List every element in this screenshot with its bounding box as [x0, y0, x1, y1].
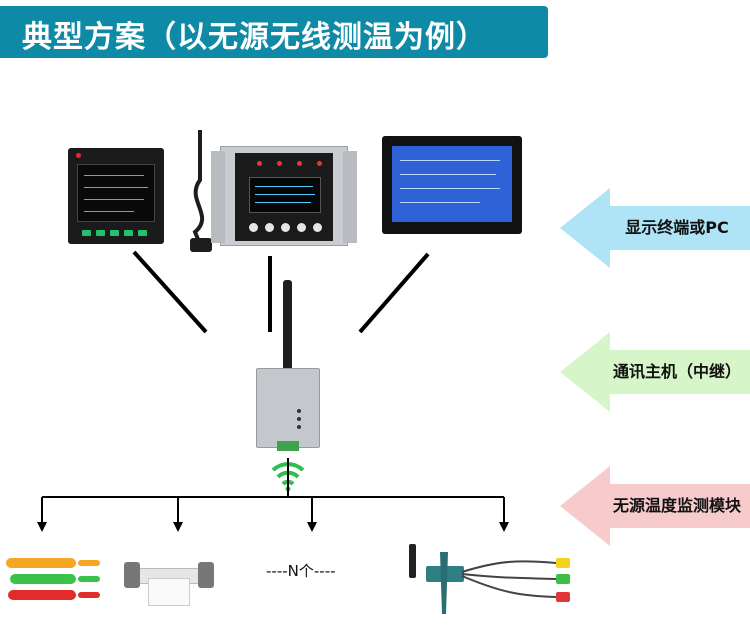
tag-red: [8, 590, 76, 600]
terminal-block: [277, 441, 299, 451]
link-line-right: [358, 252, 430, 334]
tag-tip: [78, 560, 100, 566]
sensor-clamp: [124, 552, 214, 608]
clamp-block: [124, 562, 140, 588]
panel-face: [235, 153, 333, 241]
clamp-label: [148, 578, 190, 606]
display-panel-small: [68, 148, 164, 244]
display-panel-wallmount: [211, 146, 357, 246]
gateway-antenna: [283, 280, 292, 374]
status-led-icon: [317, 161, 322, 166]
tag-tip: [78, 576, 100, 582]
arrow-label-comm: 通讯主机（中继）: [612, 362, 741, 381]
sensor-cable-ties: [6, 552, 106, 604]
mount-ear: [343, 151, 357, 243]
gateway-led-icon: [297, 425, 301, 429]
page-title: 典型方案（以无源无线测温为例）: [22, 20, 487, 55]
status-led-icon: [277, 161, 282, 166]
status-led-icon: [297, 161, 302, 166]
gateway-led-icon: [297, 417, 301, 421]
display-touchscreen: [382, 136, 522, 234]
arrow-label-module: 无源温度监测模块: [612, 496, 741, 515]
arrow-shape-green: [560, 332, 750, 412]
panel-key: [249, 223, 258, 232]
mount-ear: [211, 151, 225, 243]
panel-key: [138, 230, 147, 236]
panel-antenna-cable: [192, 130, 205, 245]
tree-arrowhead-2: [173, 522, 183, 532]
arrow-display-terminal: 显示终端或PC: [560, 188, 750, 268]
tag-orange: [6, 558, 76, 568]
panel-key: [313, 223, 322, 232]
panel-key: [82, 230, 91, 236]
power-led-icon: [76, 153, 81, 158]
tree-arrowhead-1: [37, 522, 47, 532]
sensor-module-probes: [409, 544, 570, 614]
arrow-label-display: 显示终端或PC: [625, 218, 729, 237]
panel-key: [265, 223, 274, 232]
panel-antenna-base: [190, 238, 212, 252]
panel-key: [297, 223, 306, 232]
n-count-label: ----N个----: [266, 562, 336, 580]
gateway-led-icon: [297, 409, 301, 413]
panel-screen: [249, 177, 321, 213]
panel-key: [281, 223, 290, 232]
panel-key: [124, 230, 133, 236]
arrow-temp-module: 无源温度监测模块: [560, 466, 750, 546]
tag-tip: [78, 592, 100, 598]
panel-screen: [77, 164, 155, 222]
tag-green: [10, 574, 76, 584]
arrow-comm-host: 通讯主机（中继）: [560, 332, 750, 412]
gateway-host: [256, 368, 320, 451]
clamp-block: [198, 562, 214, 588]
arrow-shape-pink: [560, 466, 750, 546]
tree-arrowhead-4: [499, 522, 509, 532]
panel-key: [96, 230, 105, 236]
panel-key: [110, 230, 119, 236]
title-banner: 典型方案（以无源无线测温为例）: [0, 6, 548, 58]
link-line-left: [132, 250, 208, 334]
arrow-shape-blue: [560, 188, 750, 268]
touchscreen-display: [392, 146, 512, 222]
status-led-icon: [257, 161, 262, 166]
tree-arrowhead-3: [307, 522, 317, 532]
